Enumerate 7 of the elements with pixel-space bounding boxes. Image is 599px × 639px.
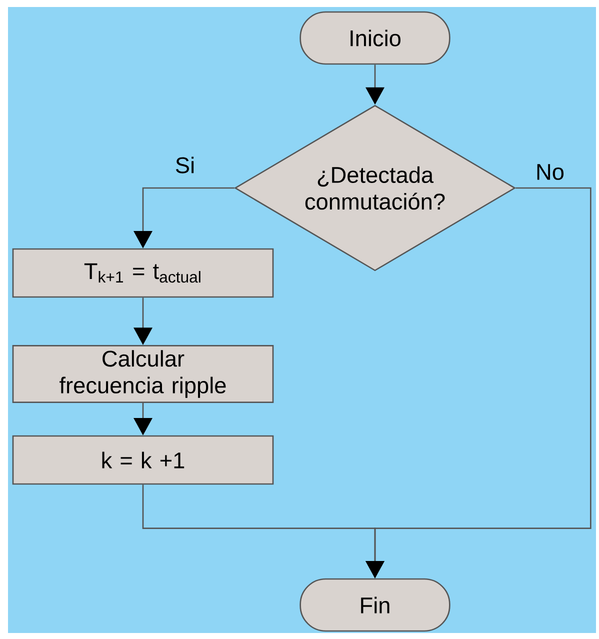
edge-label: No: [534, 162, 566, 182]
process-box: k = k +1: [12, 435, 274, 485]
process-box: Calcular frecuencia ripple: [12, 345, 274, 404]
process-box: T$_{k+1}$ = t$_{actual}$: [12, 248, 274, 298]
terminal-box: Inicio: [300, 11, 450, 65]
edge-label: Si: [174, 155, 196, 175]
terminal-box: Fin: [300, 578, 450, 632]
